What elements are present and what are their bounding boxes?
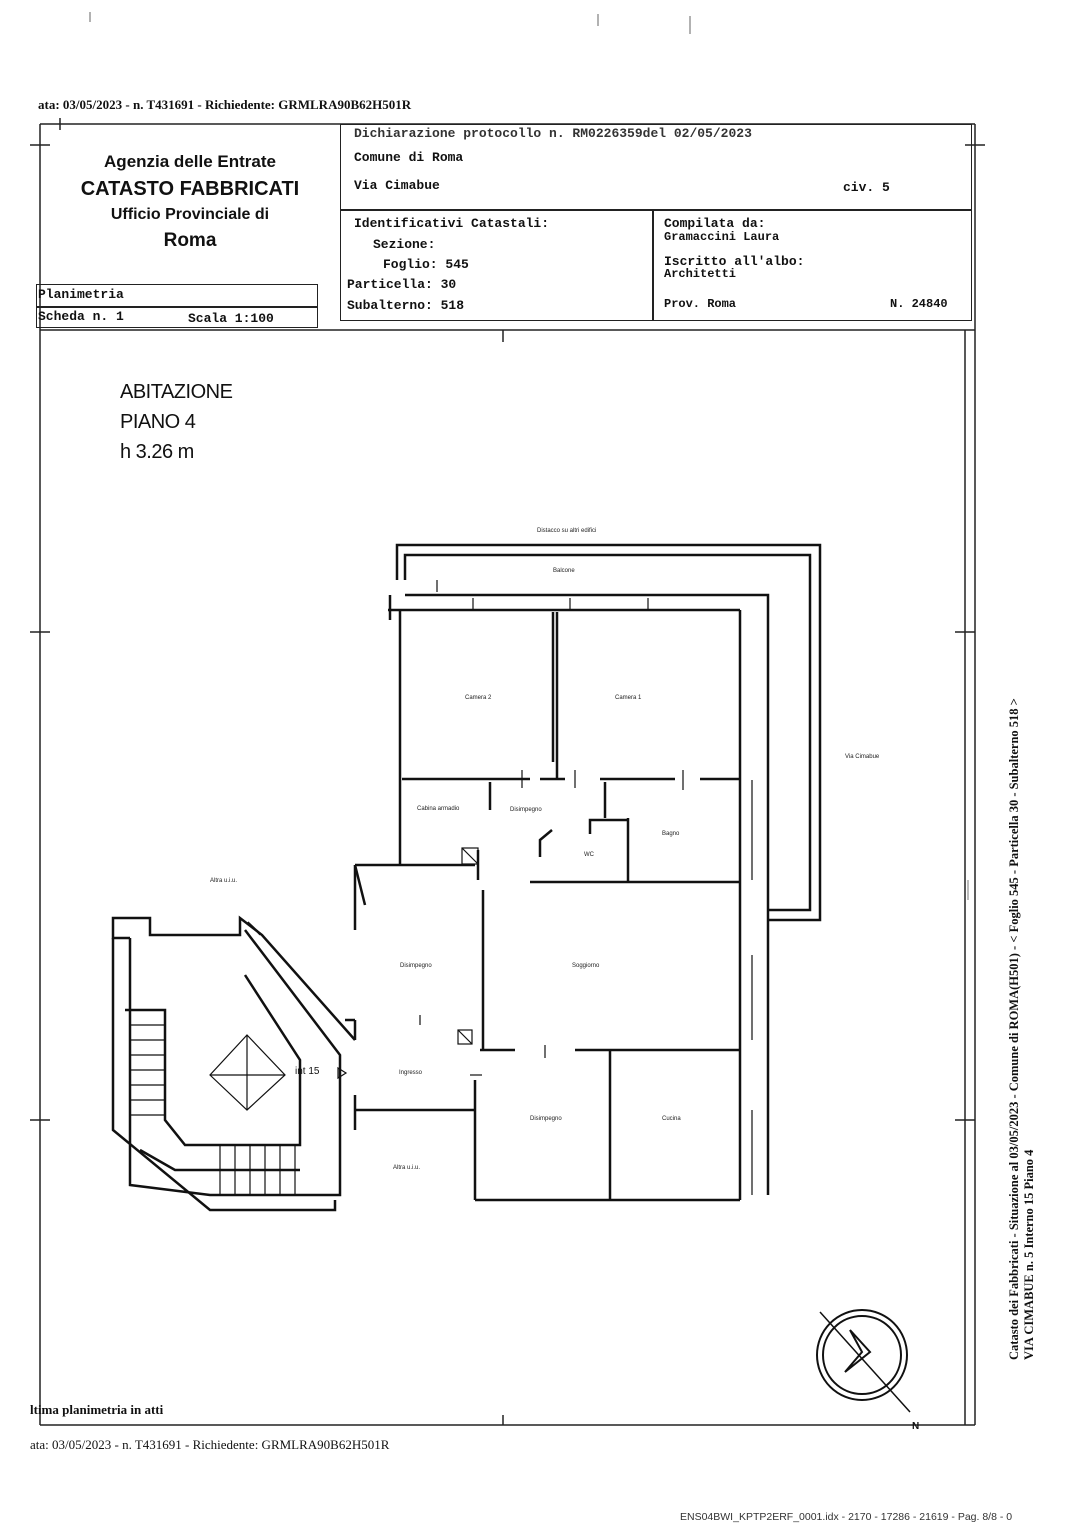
room-label-altra-ui-2: Altra u.i.u. <box>393 1165 421 1171</box>
compiler-box <box>652 209 972 321</box>
scale-label: Scala 1:100 <box>188 311 274 326</box>
compass-icon <box>816 1309 911 1413</box>
room-label-soggiorno: Soggiorno <box>572 963 600 969</box>
planimetria-box <box>36 284 318 308</box>
request-footer-line: ata: 03/05/2023 - n. T431691 - Richieden… <box>30 1437 390 1452</box>
north-label: N <box>912 1421 920 1432</box>
albo-label: Iscritto all'albo: <box>664 254 805 269</box>
declaration-box <box>340 124 972 211</box>
registration-number: N. 24840 <box>890 297 948 311</box>
compiler-name: Gramaccini Laura <box>664 230 780 244</box>
apartment-number: int 15 <box>295 1066 320 1077</box>
document-footer: ENS04BWI_KPTP2ERF_0001.idx - 2170 - 1728… <box>680 1511 1013 1523</box>
side-situation-text: Catasto dei Fabbricati - Situazione al 0… <box>1007 698 1037 1360</box>
office-city: Roma <box>163 230 217 251</box>
comune-text: Comune di Roma <box>354 150 464 165</box>
scheda-label: Scheda n. 1 <box>38 309 124 324</box>
side-line-2: VIA CIMABUE n. 5 Interno 15 Piano 4 <box>1022 1149 1036 1360</box>
room-label-cucina: Cucina <box>662 1116 681 1122</box>
room-label-disimpegno-2: Disimpegno <box>400 963 432 969</box>
albo-value: Architetti <box>664 267 737 281</box>
street-label: Via Cimabue <box>845 754 880 760</box>
subalterno-field: Subalterno: 518 <box>347 298 465 313</box>
room-label-cabina: Cabina armadio <box>417 806 460 812</box>
room-label-wc: WC <box>584 852 594 858</box>
identifiers-title: Identificativi Catastali: <box>354 216 550 231</box>
planimetria-label: Planimetria <box>38 287 124 302</box>
room-label-disimpegno-1: Disimpegno <box>510 807 542 813</box>
room-label-altra-ui-1: Altra u.i.u. <box>210 878 238 884</box>
protocol-text: Dichiarazione protocollo n. RM0226359del… <box>354 126 752 141</box>
room-label-camera2: Camera 2 <box>465 695 492 701</box>
street-text: Via Cimabue <box>354 178 440 193</box>
foglio-field: Foglio: 545 <box>383 257 469 272</box>
room-label-bagno: Bagno <box>662 831 680 837</box>
particella-field: Particella: 30 <box>347 277 457 292</box>
last-plan-note: ltima planimetria in atti <box>30 1402 164 1417</box>
room-label-distacco: Distacco su altri edifici <box>537 528 597 534</box>
civic-number: civ. 5 <box>843 180 890 195</box>
unit-height: h 3.26 m <box>120 441 194 463</box>
room-label-disimpegno-3: Disimpegno <box>530 1116 562 1122</box>
unit-floor: PIANO 4 <box>120 411 196 433</box>
unit-type: ABITAZIONE <box>120 381 233 403</box>
agency-name: Agenzia delle Entrate <box>104 152 276 171</box>
room-label-balcone: Balcone <box>553 568 575 574</box>
request-header: ata: 03/05/2023 - n. T431691 - Richieden… <box>38 97 412 112</box>
identifiers-box <box>340 209 654 321</box>
side-line-1: Catasto dei Fabbricati - Situazione al 0… <box>1007 698 1021 1360</box>
province-field: Prov. Roma <box>664 297 737 311</box>
scheda-box <box>36 306 318 328</box>
room-label-camera1: Camera 1 <box>615 695 642 701</box>
office-label: Ufficio Provinciale di <box>110 206 270 223</box>
catasto-title: CATASTO FABBRICATI <box>80 178 300 200</box>
room-label-ingresso: Ingresso <box>399 1070 423 1076</box>
compiler-title: Compilata da: <box>664 216 766 231</box>
sezione-field: Sezione: <box>373 237 436 252</box>
